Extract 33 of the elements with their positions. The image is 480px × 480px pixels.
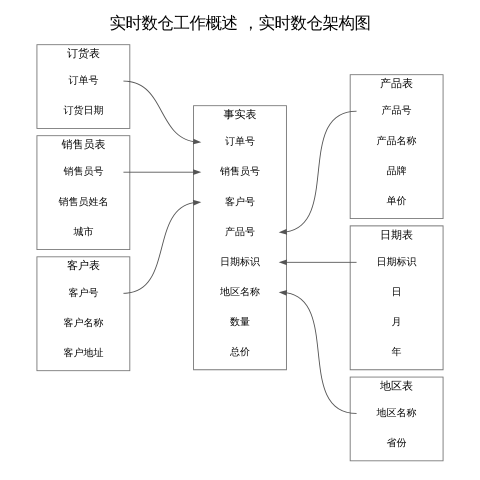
- node-text: 客户号: [225, 196, 255, 208]
- node-text: 品牌: [386, 166, 407, 177]
- node-text: 城市: [73, 226, 94, 238]
- node-text: 单价: [386, 196, 407, 207]
- arrow: [278, 290, 358, 414]
- node-text: 地区名称: [220, 286, 260, 298]
- node-text: 总价: [230, 347, 250, 358]
- node-text: 订单号: [225, 136, 255, 148]
- node-text: 产品号: [225, 226, 255, 238]
- node-text: 产品号: [382, 106, 412, 117]
- node-text: 产品名称: [376, 136, 417, 147]
- arrow: [122, 200, 202, 294]
- diagram-title: 实时数仓工作概述 ，实时数仓架构图: [109, 14, 371, 33]
- node-text: 销售员姓名: [58, 196, 108, 208]
- node-text: 数量: [230, 316, 250, 328]
- node-text: 订单号: [68, 76, 98, 87]
- arrow: [278, 110, 358, 235]
- node-text: 客户地址: [63, 348, 104, 359]
- arrow: [122, 169, 202, 176]
- node-text: 客户名称: [63, 318, 104, 329]
- node-text: 日期标识: [376, 256, 417, 268]
- node-text: 销售员号: [220, 166, 260, 178]
- node-text: 日期标识: [220, 256, 260, 268]
- node-text: 月: [392, 316, 402, 328]
- arrow: [278, 259, 358, 266]
- node-text: 日: [392, 286, 402, 298]
- node-text: 订货日期: [63, 106, 104, 117]
- node-text: 销售员号: [63, 166, 104, 178]
- node-text: 客户号: [68, 288, 98, 299]
- node-text: 省份: [386, 438, 407, 450]
- node-text: 年: [392, 347, 402, 358]
- node-text: 地区名称: [376, 408, 417, 420]
- arrow: [122, 80, 202, 144]
